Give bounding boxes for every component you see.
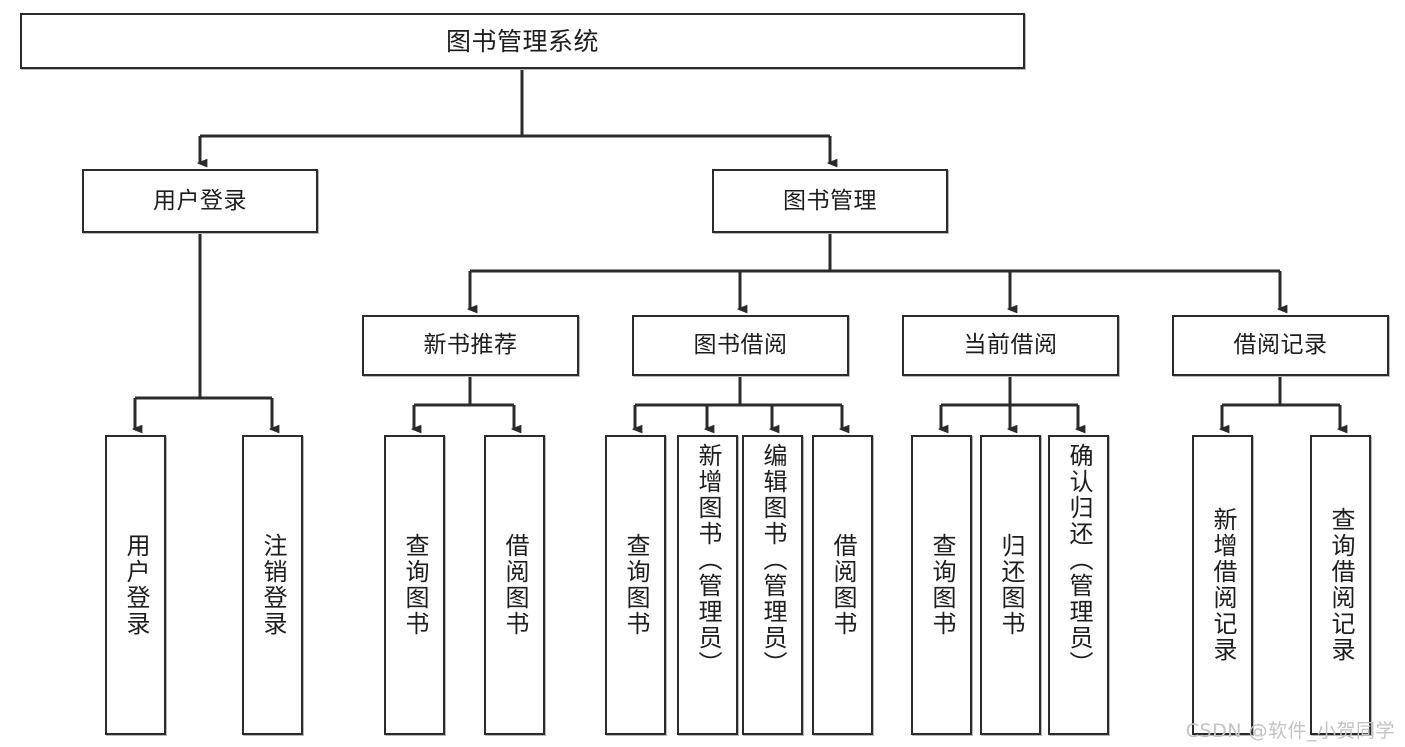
node-new-book-recommend[interactable]: 新书推荐 [362, 315, 579, 376]
leaf-add-borrow-record[interactable]: 新增借阅记录 [1192, 435, 1253, 735]
node-label: 图书管理 [783, 187, 877, 214]
node-borrow-record[interactable]: 借阅记录 [1172, 315, 1389, 376]
node-label: 图书借阅 [693, 332, 788, 359]
node-label: 编辑图书（管理员） [758, 443, 787, 677]
node-label: 新书推荐 [423, 332, 518, 359]
leaf-new-book-borrow[interactable]: 借阅图书 [484, 435, 545, 735]
node-label: 当前借阅 [963, 332, 1058, 359]
leaf-return-book[interactable]: 归还图书 [980, 435, 1041, 735]
node-label: 归还图书 [996, 533, 1025, 637]
leaf-add-book-admin[interactable]: 新增图书（管理员） [677, 435, 738, 735]
node-user-login[interactable]: 用户登录 [82, 169, 318, 233]
leaf-borrow-query-book[interactable]: 查询图书 [605, 435, 666, 735]
node-label: 新增借阅记录 [1208, 507, 1237, 663]
leaf-user-login[interactable]: 用户登录 [105, 435, 166, 735]
leaf-borrow-book[interactable]: 借阅图书 [812, 435, 873, 735]
node-label: 用户登录 [121, 533, 150, 637]
node-label: 注销登录 [258, 533, 287, 637]
csdn-watermark: CSDN @软件_小贺同学 [1185, 720, 1395, 742]
leaf-confirm-return-admin[interactable]: 确认归还（管理员） [1048, 435, 1109, 735]
node-label: 图书管理系统 [445, 26, 599, 56]
leaf-user-logout[interactable]: 注销登录 [242, 435, 303, 735]
leaf-edit-book-admin[interactable]: 编辑图书（管理员） [742, 435, 803, 735]
leaf-current-query-book[interactable]: 查询图书 [911, 435, 972, 735]
node-label: 查询图书 [621, 533, 650, 637]
leaf-query-borrow-record[interactable]: 查询借阅记录 [1310, 435, 1371, 735]
node-label: 确认归还（管理员） [1064, 443, 1093, 677]
node-label: 查询图书 [927, 533, 956, 637]
node-book-borrow[interactable]: 图书借阅 [632, 315, 849, 376]
node-label: 借阅图书 [500, 533, 529, 637]
node-root-system[interactable]: 图书管理系统 [20, 13, 1025, 69]
node-current-borrow[interactable]: 当前借阅 [902, 315, 1119, 376]
node-label: 用户登录 [153, 187, 247, 214]
node-label: 查询借阅记录 [1326, 507, 1355, 663]
node-label: 查询图书 [400, 533, 429, 637]
node-label: 借阅记录 [1233, 332, 1328, 359]
leaf-new-book-query[interactable]: 查询图书 [384, 435, 445, 735]
node-label: 新增图书（管理员） [693, 443, 722, 677]
node-label: 借阅图书 [828, 533, 857, 637]
node-book-management[interactable]: 图书管理 [712, 169, 948, 233]
